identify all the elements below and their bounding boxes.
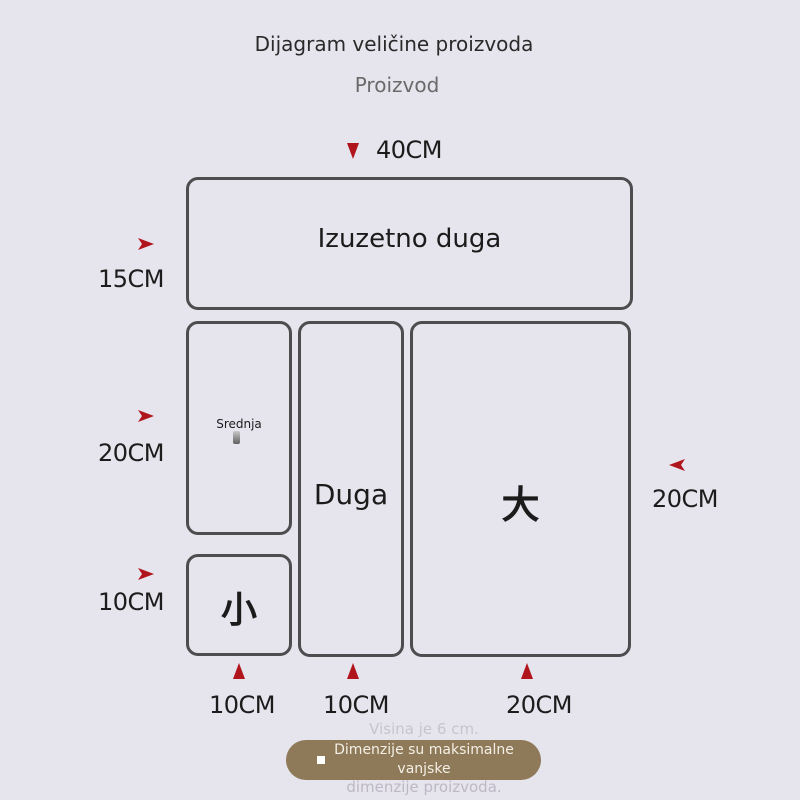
dim-small-width: 10CM: [209, 691, 276, 719]
bottom-note: dimenzije proizvoda.: [346, 778, 502, 796]
height-note: Visina je 6 cm.: [369, 720, 479, 738]
dim-top-width: 40CM: [376, 136, 443, 164]
arrow-right-icon: [137, 407, 155, 425]
box-large: 大: [410, 321, 631, 657]
box-small-label: 小: [220, 590, 257, 631]
box-extra-long-label: Izuzetno duga: [317, 224, 502, 254]
dim-medium-height: 20CM: [98, 439, 165, 467]
pill-text: Dimenzije su maksimalne vanjske: [334, 742, 514, 777]
dim-large-height: 20CM: [652, 485, 719, 513]
dim-large-width: 20CM: [506, 691, 573, 719]
arrow-left-icon: [668, 456, 686, 474]
box-large-label: 大: [501, 483, 540, 527]
dim-long-width: 10CM: [323, 691, 390, 719]
box-long-label: Duga: [313, 478, 389, 511]
note-pill: Dimenzije su maksimalne vanjske: [286, 740, 541, 780]
dim-extra-long-height: 15CM: [98, 265, 165, 293]
arrow-down-icon: [344, 142, 362, 160]
box-medium: Srednja: [186, 321, 292, 535]
arrow-up-icon: [518, 662, 536, 680]
diagram-subtitle: Proizvod: [354, 73, 440, 97]
dim-small-height: 10CM: [98, 588, 165, 616]
bullet-icon: [317, 756, 325, 764]
arrow-right-icon: [137, 565, 155, 583]
box-medium-label: Srednja: [216, 417, 262, 431]
box-long: Duga: [298, 321, 404, 657]
diagram-title: Dijagram veličine proizvoda: [254, 32, 534, 56]
box-small: 小: [186, 554, 292, 656]
arrow-up-icon: [344, 662, 362, 680]
box-extra-long: Izuzetno duga: [186, 177, 633, 310]
arrow-up-icon: [230, 662, 248, 680]
arrow-right-icon: [137, 235, 155, 253]
smudge-mark: [233, 431, 240, 444]
